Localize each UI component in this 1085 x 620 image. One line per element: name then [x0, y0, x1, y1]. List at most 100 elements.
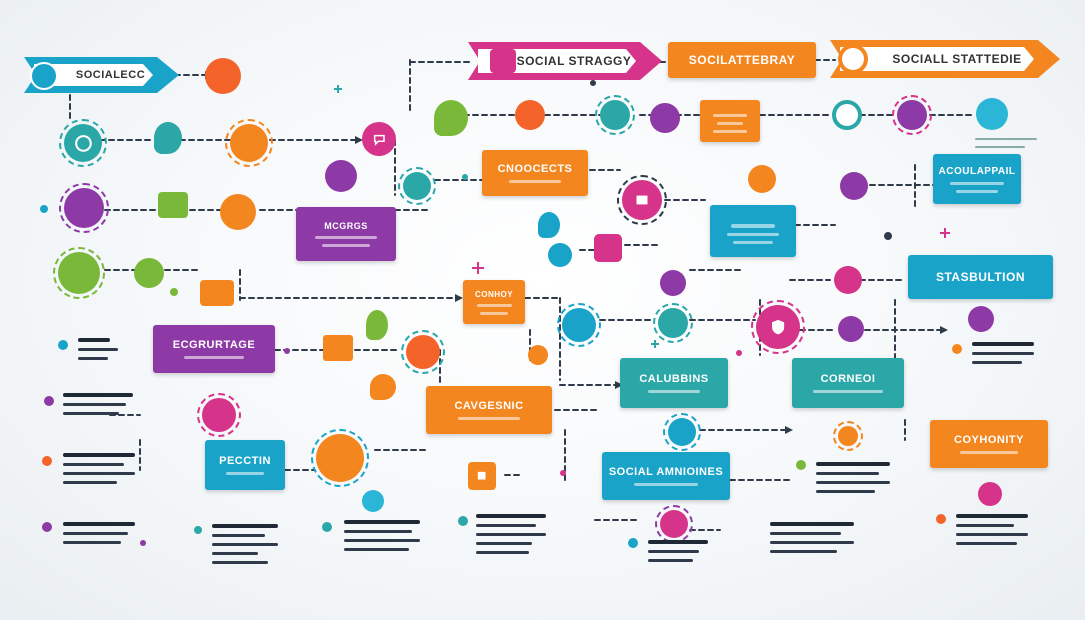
- square-icon: [594, 234, 622, 262]
- folder-icon: [617, 175, 667, 225]
- banner-sociall-stattedie: SOCIALL STATTEDIE: [830, 40, 1060, 78]
- gift-icon: [838, 316, 864, 342]
- socialecc-badge: [30, 62, 58, 90]
- flame-icon: [401, 330, 445, 374]
- box-calubbins: CALUBBINS: [620, 358, 728, 408]
- calendar-icon: [468, 462, 496, 490]
- box-social-amnioines: SOCIAL AMNIOINES: [602, 452, 730, 500]
- like-icon: [515, 100, 545, 130]
- note-left-4: [63, 522, 135, 550]
- chat-blue-icon: [663, 413, 701, 451]
- bolt-icon: [366, 310, 388, 340]
- pencil-icon: [59, 183, 109, 233]
- bullet: [322, 522, 332, 532]
- globe-icon: [398, 167, 436, 205]
- note-right-top: [975, 138, 1037, 154]
- megaphone-icon: [220, 194, 256, 230]
- accent-dot: [284, 348, 290, 354]
- cat-icon: [748, 165, 776, 193]
- box-ecgrurtage: ECGRURTAGE: [153, 325, 275, 373]
- chart-icon: [325, 160, 357, 192]
- pin-icon: [370, 374, 396, 400]
- bullet: [936, 514, 946, 524]
- bullet: [458, 516, 468, 526]
- hook-icon: [197, 393, 241, 437]
- message-icon: [362, 122, 396, 156]
- note-left-2: [63, 393, 133, 421]
- bullet: [194, 526, 202, 534]
- bullet: [44, 396, 54, 406]
- accent-dot: [884, 232, 892, 240]
- send-icon: [557, 303, 601, 347]
- share-icon: [434, 100, 468, 136]
- tag-icon: [840, 172, 868, 200]
- chat-icon: [205, 58, 241, 94]
- box-pecctin: PECCTIN: [205, 440, 285, 490]
- box-coyhonity: COYHONITY: [930, 420, 1048, 468]
- ring-icon: [832, 100, 862, 130]
- folder-orange-icon: [323, 335, 353, 361]
- star-icon: [311, 429, 369, 487]
- accent-dot: [140, 540, 146, 546]
- heart-icon: [225, 119, 273, 167]
- note-right-2: [956, 514, 1028, 551]
- box-socilattebray: SOCILATTEBRAY: [668, 42, 816, 78]
- spiral-icon: [834, 266, 862, 294]
- box-cnoocects: CNOOCECTS: [482, 150, 588, 196]
- note-bottom-1: [212, 524, 278, 570]
- banner-socialecc: SOCIALECC: [24, 57, 179, 93]
- note-left-3: [63, 453, 135, 490]
- box-small-orange-card: [700, 100, 760, 142]
- box-corneoi: CORNEOI: [792, 358, 904, 408]
- hash-icon: [660, 270, 686, 296]
- box-stasbultion: STASBULTION: [908, 255, 1053, 299]
- sun-icon: [528, 345, 548, 365]
- box-cavgesnic: CAVGESNIC: [426, 386, 552, 434]
- box-conhoy: CONHOY: [463, 280, 525, 324]
- target-icon: [595, 95, 635, 135]
- note-left-1: [78, 338, 118, 366]
- bullet: [58, 340, 68, 350]
- note-bottom-4: [648, 540, 708, 568]
- bird-icon: [154, 122, 182, 154]
- box-small-teal-card: [710, 205, 796, 257]
- shield-icon: [751, 300, 805, 354]
- heart-purple-icon: [655, 505, 693, 543]
- clock-icon: [59, 119, 107, 167]
- edit-icon: [158, 192, 188, 218]
- bullet: [628, 538, 638, 548]
- lightbulb-icon: [134, 258, 164, 288]
- play-icon: [976, 98, 1008, 130]
- social-straggy-icon-badge: [490, 49, 516, 73]
- drop-icon: [362, 490, 384, 512]
- bullet: [952, 344, 962, 354]
- comment-icon: [538, 212, 560, 238]
- accent-dot: [590, 80, 596, 86]
- accent-dot: [560, 470, 566, 476]
- flag-icon: [892, 95, 932, 135]
- box-mcgrgs: MCGRGS: [296, 207, 396, 261]
- card-icon: [200, 280, 234, 306]
- bullet: [42, 522, 52, 532]
- person-icon: [650, 103, 680, 133]
- accent-dot: [736, 350, 742, 356]
- note-bottom-3: [476, 514, 546, 560]
- stattedie-ring-icon: [838, 44, 868, 74]
- note-bottom-5: [770, 522, 854, 559]
- box-acoulappail: ACOULAPPAIL: [933, 154, 1021, 204]
- note-right-1: [816, 462, 890, 499]
- smile-icon: [653, 303, 693, 343]
- accent-dot: [170, 288, 178, 296]
- heart-pink-icon: [978, 482, 1002, 506]
- accent-dot: [462, 174, 468, 180]
- accent-dot: [40, 205, 48, 213]
- bullet: [42, 456, 52, 466]
- coin-icon: [833, 421, 863, 451]
- note-right-3: [972, 342, 1034, 370]
- bubble-icon: [548, 243, 572, 267]
- bullet: [796, 460, 806, 470]
- note-bottom-2: [344, 520, 420, 557]
- heart-small-icon: [968, 306, 994, 332]
- leaf-icon: [53, 247, 105, 299]
